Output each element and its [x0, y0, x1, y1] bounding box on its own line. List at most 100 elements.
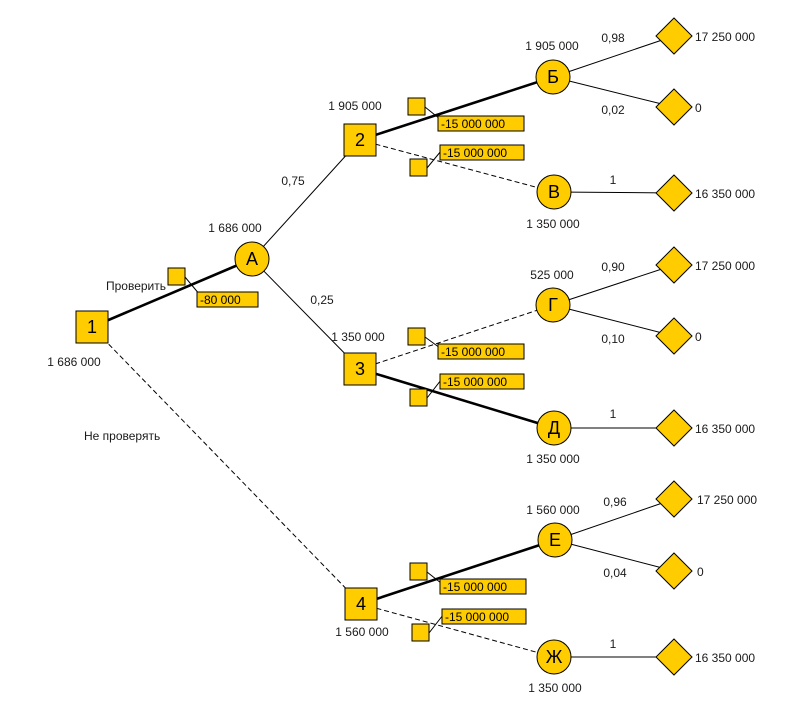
edge-eA3 [251, 258, 361, 370]
decision-node-n2 [343, 123, 377, 157]
terminal-node-t9 [655, 638, 693, 676]
cost-connector-e2V [426, 150, 442, 169]
terminal-node-t7 [655, 480, 693, 518]
edge-e14 [91, 326, 362, 605]
node-value-nV: 1 350 000 [526, 217, 580, 231]
cost-connector-e4Zh [428, 614, 444, 634]
node-value-t2: 0 [695, 101, 702, 115]
cost-square-e3G [407, 327, 426, 346]
node-value-nA: 1 686 000 [208, 221, 262, 235]
edge-label-eBt2: 0,02 [601, 103, 625, 117]
cost-square-e4E [409, 562, 428, 581]
edge-label-e14: Не проверять [84, 429, 160, 443]
node-label-nZh: Ж [546, 647, 563, 667]
node-value-t9: 16 350 000 [695, 651, 755, 665]
chance-node-nB [535, 59, 571, 95]
cost-label-e3G: -15 000 000 [441, 345, 505, 359]
node-value-nE: 1 560 000 [526, 503, 580, 517]
edge-label-eVt3: 1 [610, 173, 617, 187]
cost-box-e2B [437, 115, 525, 132]
decision-node-n4 [344, 587, 378, 621]
chance-node-nA [234, 241, 270, 277]
cost-square-e4Zh [411, 623, 430, 642]
chance-node-nE [537, 522, 573, 558]
edge-label-eEt8: 0,04 [603, 566, 627, 580]
edge-e3G [359, 304, 554, 370]
edge-e4Zh [360, 603, 555, 658]
cost-square-e2B [407, 97, 426, 116]
node-value-n1: 1 686 000 [47, 355, 101, 369]
edge-label-eEt7: 0,96 [603, 495, 627, 509]
cost-square-e3D [409, 388, 428, 407]
node-value-nB: 1 905 000 [525, 39, 579, 53]
terminal-node-t3 [655, 174, 693, 212]
node-label-nA: А [246, 249, 258, 269]
decision-node-n3 [343, 352, 377, 386]
node-value-t6: 16 350 000 [695, 422, 755, 436]
edge-eGt5 [552, 304, 675, 337]
edge-e2B [359, 75, 554, 142]
node-value-nG: 525 000 [530, 268, 574, 282]
edge-label-eGt5: 0,10 [601, 332, 625, 346]
node-value-n4: 1 560 000 [335, 625, 389, 639]
node-value-t5: 0 [695, 330, 702, 344]
decision-node-n1 [75, 310, 109, 344]
edge-e2V [359, 139, 555, 193]
chance-node-nG [535, 287, 571, 323]
node-value-t8: 0 [697, 565, 704, 579]
edge-e4E [360, 538, 556, 606]
node-value-t3: 16 350 000 [695, 187, 755, 201]
edge-label-eBt1: 0,98 [601, 31, 625, 45]
cost-label-e2B: -15 000 000 [441, 117, 505, 131]
edge-label-eDt6: 1 [610, 407, 617, 421]
edge-eEt8 [554, 539, 675, 572]
node-label-n3: 3 [355, 359, 365, 379]
cost-box-e4E [439, 578, 527, 595]
node-label-n2: 2 [355, 130, 365, 150]
node-value-n2: 1 905 000 [328, 99, 382, 113]
terminal-node-t6 [655, 409, 693, 447]
chance-node-nV [536, 174, 572, 210]
node-label-n4: 4 [356, 594, 366, 614]
edge-eGt4 [552, 264, 675, 306]
cost-connector-e3D [426, 379, 442, 399]
terminal-node-t1 [655, 17, 693, 55]
edge-eBt1 [552, 35, 675, 78]
cost-box-e1A [196, 291, 259, 308]
edge-label-eA3: 0,25 [310, 293, 334, 307]
node-value-t1: 17 250 000 [695, 30, 755, 44]
cost-label-e2V: -15 000 000 [443, 146, 507, 160]
cost-label-e4Zh: -15 000 000 [445, 610, 509, 624]
cost-box-e2V [439, 144, 525, 161]
edge-eEt7 [554, 498, 675, 541]
edge-label-eGt4: 0,90 [601, 260, 625, 274]
edge-eA2 [251, 139, 361, 260]
cost-box-e3G [437, 343, 525, 360]
node-label-n1: 1 [87, 317, 97, 337]
terminal-node-t8 [655, 552, 693, 590]
node-label-nE: Е [549, 530, 561, 550]
cost-connector-e4E [426, 571, 442, 584]
node-value-t7: 17 250 000 [697, 493, 757, 507]
edge-eVt3 [553, 191, 675, 194]
node-label-nG: Г [548, 295, 558, 315]
cost-label-e4E: -15 000 000 [443, 580, 507, 594]
edge-label-e1A: Проверить [106, 279, 166, 293]
cost-label-e3D: -15 000 000 [443, 375, 507, 389]
node-value-n3: 1 350 000 [331, 330, 385, 344]
terminal-node-t4 [655, 246, 693, 284]
cost-box-e4Zh [441, 608, 527, 625]
edge-e3D [359, 367, 555, 430]
cost-boxes-layer: -80 000-15 000 000-15 000 000-15 000 000… [167, 97, 527, 642]
chance-node-nZh [536, 639, 572, 675]
cost-square-e1A [167, 267, 186, 286]
edges-layer [91, 35, 675, 658]
edge-e1A [91, 257, 253, 329]
edge-label-eA2: 0,75 [281, 174, 305, 188]
labels-layer: Проверить Не проверять 0,75 0,25 0,98 0,02 1 0,… [47, 30, 757, 695]
node-value-nD: 1 350 000 [526, 452, 580, 466]
node-label-nD: Д [548, 418, 560, 438]
terminal-node-t2 [655, 88, 693, 126]
